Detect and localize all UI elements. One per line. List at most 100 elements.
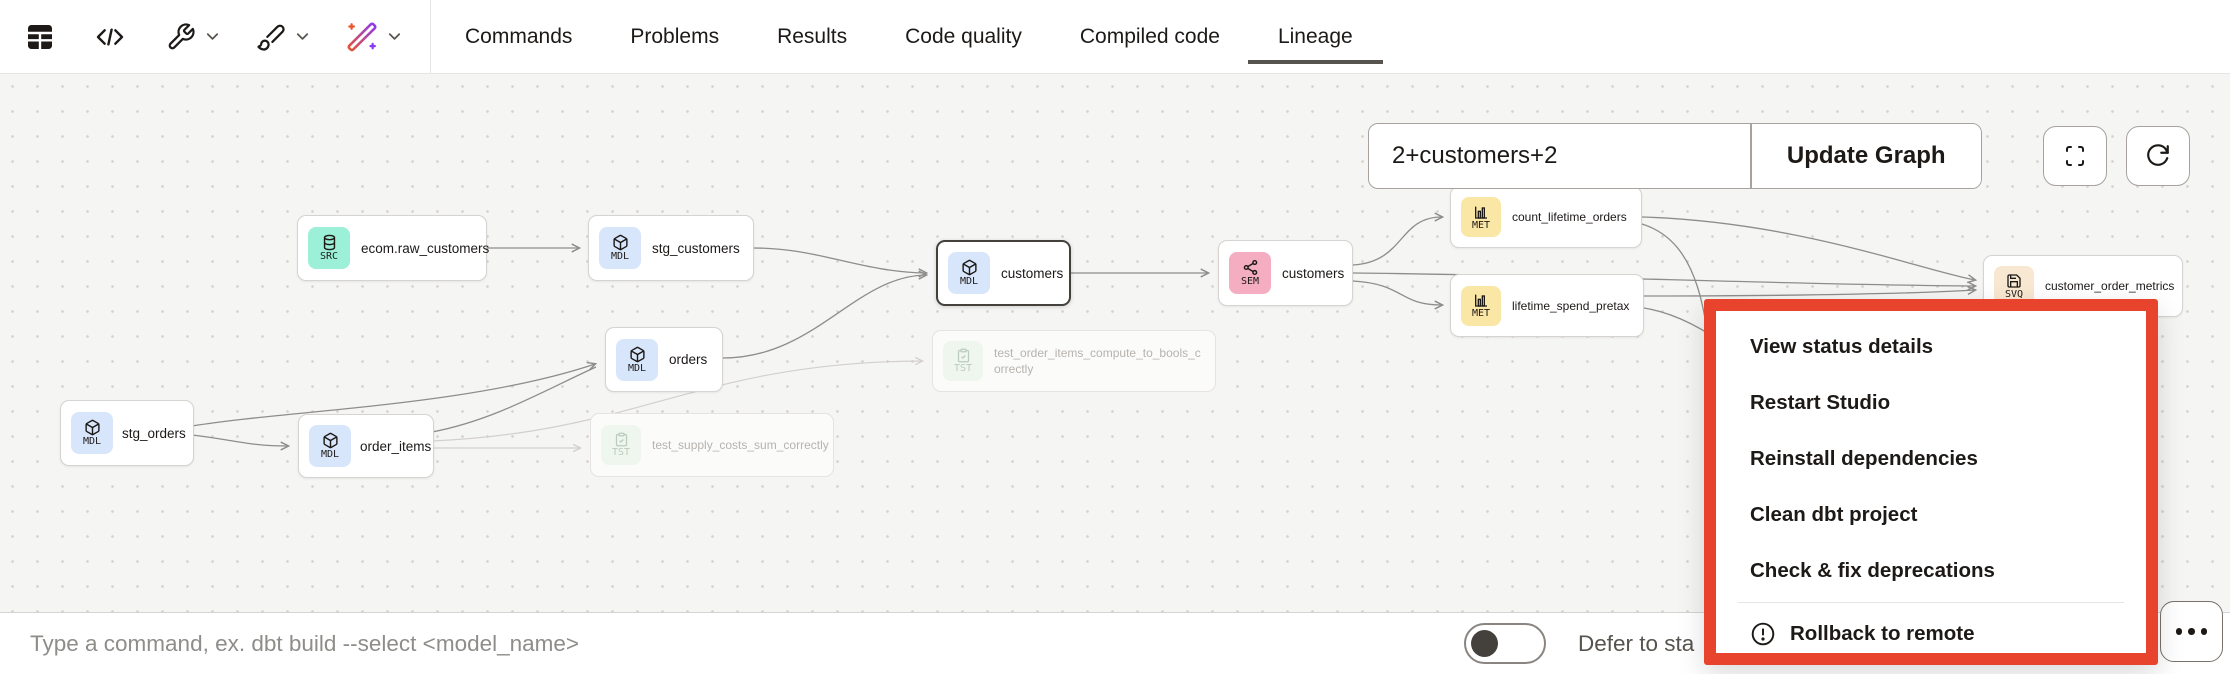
ai-assist-button[interactable] <box>346 21 378 53</box>
menu-item-label: Rollback to remote <box>1790 622 1975 645</box>
broom-icon <box>257 24 285 51</box>
node-label: customer_order_metrics <box>2045 279 2175 293</box>
menu-item-clean-dbt-project[interactable]: Clean dbt project <box>1750 503 1918 526</box>
cube-icon <box>612 234 628 251</box>
badge-label: MDL <box>610 251 630 262</box>
menu-divider <box>1738 602 2124 603</box>
cube-icon <box>84 419 100 436</box>
ellipsis-icon <box>2188 628 2195 635</box>
test-badge: TST <box>943 341 983 381</box>
top-toolbar: Commands Problems Results Code quality C… <box>0 0 2230 74</box>
node-label: customers <box>1001 265 1064 281</box>
test-badge: TST <box>601 425 641 465</box>
graph-node-customers-semantic[interactable]: SEM customers <box>1218 240 1353 306</box>
graph-node-test-order-items[interactable]: TST test_order_items_compute_to_bools_co… <box>932 330 1216 392</box>
command-input[interactable] <box>30 613 1330 674</box>
bar-chart-icon <box>1475 294 1487 307</box>
ellipsis-icon <box>2200 628 2208 635</box>
cube-icon <box>322 432 338 449</box>
menu-item-restart-studio[interactable]: Restart Studio <box>1750 391 1891 414</box>
node-label: stg_orders <box>122 425 186 441</box>
source-badge: SRC <box>308 227 350 269</box>
bar-chart-icon <box>1475 206 1487 219</box>
model-selector-input[interactable] <box>1369 124 1750 188</box>
fullscreen-icon <box>2066 146 2084 166</box>
lineage-edges <box>191 74 2230 612</box>
node-label: orders <box>669 352 708 367</box>
badge-label: MDL <box>320 449 340 460</box>
chevron-down-icon <box>388 33 401 40</box>
context-menu: View status details Restart Studio Reins… <box>1704 299 2158 665</box>
build-tools-button[interactable] <box>166 22 196 52</box>
clean-button[interactable] <box>256 22 286 52</box>
node-label: stg_customers <box>652 240 740 256</box>
metric-badge: MET <box>1461 285 1501 326</box>
chevron-down-icon <box>206 33 219 40</box>
update-graph-button[interactable]: Update Graph <box>1751 124 1981 188</box>
model-badge: MDL <box>948 252 990 294</box>
graph-node-customers-model[interactable]: MDL customers <box>936 240 1071 306</box>
build-tools-dropdown[interactable] <box>203 27 222 46</box>
clean-dropdown[interactable] <box>293 27 312 46</box>
metric-badge: MET <box>1461 197 1501 237</box>
ai-assist-dropdown[interactable] <box>385 27 404 46</box>
defer-label: Defer to sta <box>1578 631 1695 656</box>
more-options-button[interactable] <box>2160 601 2223 662</box>
graph-node-order-items[interactable]: MDL order_items <box>298 414 434 478</box>
graph-node-count-lifetime-orders[interactable]: MET count_lifetime_orders <box>1450 186 1642 248</box>
ellipsis-icon <box>2175 628 2183 635</box>
graph-node-lifetime-spend-pretax[interactable]: MET lifetime_spend_pretax <box>1450 274 1644 337</box>
graph-node-stg-orders[interactable]: MDL stg_orders <box>60 400 194 466</box>
refresh-icon <box>2147 144 2169 166</box>
magic-wand-icon <box>347 21 377 51</box>
badge-label: TST <box>611 447 631 458</box>
badge-label: MDL <box>959 276 979 287</box>
badge-label: MDL <box>82 436 102 447</box>
badge-label: MET <box>1471 308 1491 319</box>
model-badge: MDL <box>599 227 641 269</box>
node-label: count_lifetime_orders <box>1512 210 1627 224</box>
badge-label: SEM <box>1240 276 1260 287</box>
tab-compiled-code[interactable]: Compiled code <box>1079 24 1220 48</box>
cube-icon <box>961 259 977 276</box>
semantic-graph-icon <box>1243 259 1257 276</box>
refresh-button[interactable] <box>2126 126 2190 186</box>
node-label: customers <box>1282 265 1345 281</box>
graph-node-test-supply-costs[interactable]: TST test_supply_costs_sum_correctly <box>590 413 834 477</box>
chevron-down-icon <box>296 33 309 40</box>
node-label: lifetime_spend_pretax <box>1512 298 1630 313</box>
cube-icon <box>629 346 645 362</box>
code-button[interactable] <box>94 21 126 53</box>
database-icon <box>323 234 335 251</box>
save-icon <box>2007 273 2021 288</box>
menu-item-rollback-to-remote[interactable]: Rollback to remote <box>1716 606 2146 662</box>
menu-item-reinstall-dependencies[interactable]: Reinstall dependencies <box>1750 447 1978 470</box>
graph-node-ecom-raw-customers[interactable]: SRC ecom.raw_customers <box>297 215 489 281</box>
tab-lineage[interactable]: Lineage <box>1248 24 1383 64</box>
table-view-button[interactable] <box>24 21 56 53</box>
tab-commands[interactable]: Commands <box>465 24 573 48</box>
graph-node-stg-customers[interactable]: MDL stg_customers <box>588 215 754 281</box>
tab-problems[interactable]: Problems <box>630 24 720 48</box>
defer-toggle[interactable] <box>1464 623 1546 664</box>
semantic-badge: SEM <box>1229 252 1271 294</box>
menu-item-check-fix-deprecations[interactable]: Check & fix deprecations <box>1750 559 1995 582</box>
menu-item-view-status-details[interactable]: View status details <box>1750 335 1934 358</box>
clipboard-check-icon <box>615 432 627 447</box>
graph-selector-group: Update Graph <box>1368 123 1982 189</box>
panel-tabs: Commands Problems Results Code quality C… <box>465 24 1383 64</box>
fullscreen-button[interactable] <box>2043 126 2107 186</box>
toggle-knob <box>1471 630 1498 657</box>
node-label: test_order_items_compute_to_bools_correc… <box>994 345 1201 376</box>
badge-label: SRC <box>319 251 339 262</box>
tab-results[interactable]: Results <box>777 24 848 48</box>
model-badge: MDL <box>71 412 113 454</box>
code-icon <box>96 27 124 46</box>
alert-circle-icon <box>1751 622 1775 646</box>
graph-node-orders[interactable]: MDL orders <box>605 327 723 392</box>
badge-label: SVQ <box>2004 288 2024 300</box>
model-badge: MDL <box>309 425 351 467</box>
tab-code-quality[interactable]: Code quality <box>905 24 1022 48</box>
badge-label: MET <box>1471 219 1491 231</box>
